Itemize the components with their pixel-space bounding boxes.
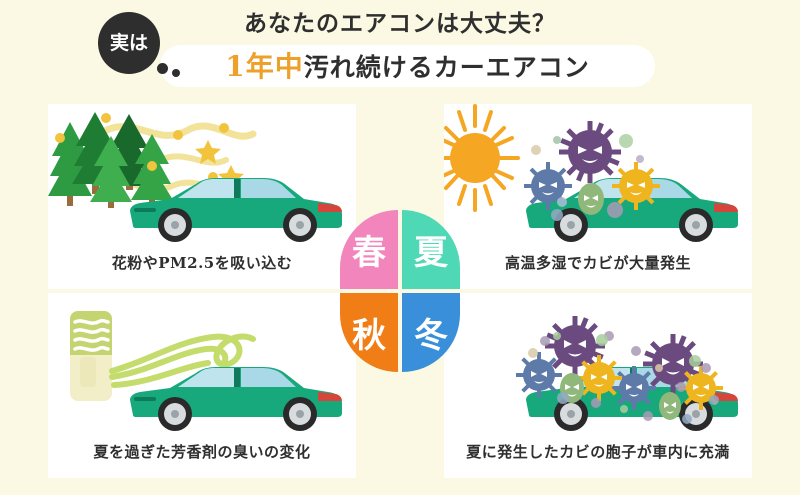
speech-bubble-dot-small [172, 69, 180, 77]
germ-characters [516, 316, 723, 424]
car-spring [130, 178, 342, 242]
season-quadrant-summer: 夏 [402, 210, 460, 289]
page-subtitle: 1年中汚れ続けるカーエアコン [160, 47, 655, 87]
air-freshener-icon [70, 311, 112, 401]
autumn-illustration [70, 311, 342, 431]
winter-caption: 夏に発生したカビの胞子が車内に充満 [466, 443, 730, 461]
speech-bubble-badge: 実は [98, 12, 160, 74]
panel-summer: 高温多湿でカビが大量発生 [444, 104, 752, 289]
tree-group [48, 112, 173, 208]
season-wheel: 春 夏 秋 冬 [340, 210, 460, 372]
season-quadrant-autumn: 秋 [340, 293, 398, 372]
header: あなたのエアコンは大丈夫？ 1年中汚れ続けるカーエアコン 実は [0, 0, 800, 100]
summer-illustration [444, 104, 738, 242]
winter-illustration [516, 316, 738, 431]
spring-illustration [48, 112, 342, 242]
headline-rest: 汚れ続けるカーエアコン [303, 53, 590, 82]
panel-autumn: 夏を過ぎた芳香剤の臭いの変化 [48, 293, 356, 478]
scent-waves [109, 333, 256, 388]
autumn-caption: 夏を過ぎた芳香剤の臭いの変化 [93, 443, 311, 461]
page-title: あなたのエアコンは大丈夫？ [244, 10, 556, 37]
sun-icon [444, 104, 520, 212]
germ-characters [524, 121, 660, 221]
panel-winter: 夏に発生したカビの胞子が車内に充満 [444, 293, 752, 478]
speech-bubble-dot-large [157, 63, 168, 74]
spring-caption: 花粉やPM2.5を吸い込む [111, 254, 293, 272]
season-quadrant-winter: 冬 [402, 293, 460, 372]
season-quadrant-spring: 春 [340, 210, 398, 289]
car-autumn [130, 367, 342, 431]
headline-highlight: 1年中 [225, 50, 304, 83]
headline-pill-background [160, 45, 655, 87]
summer-caption: 高温多湿でカビが大量発生 [504, 254, 691, 272]
panel-spring: 花粉やPM2.5を吸い込む [48, 104, 356, 289]
car-summer [526, 178, 738, 242]
